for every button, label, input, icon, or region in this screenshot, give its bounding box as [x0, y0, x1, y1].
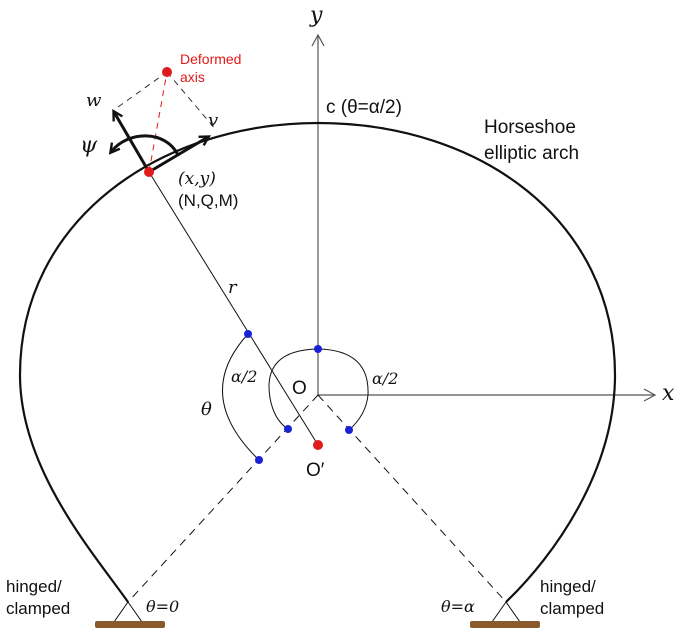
point-xy-label: (x,y): [178, 169, 216, 189]
radius-line: [148, 171, 319, 446]
theta-alpha-label: θ=α: [441, 597, 475, 616]
theta-zero-label: θ=0: [146, 597, 179, 616]
point-forces-label: (N,Q,M): [178, 191, 238, 210]
crown-label: c (θ=α/2): [326, 97, 402, 118]
arch-point: [144, 167, 154, 177]
y-axis-label: y: [309, 3, 323, 28]
right-support-label-line1: hinged/: [540, 577, 596, 596]
x-axis-label: x: [662, 381, 675, 406]
alpha-half-right-arc: [317, 348, 369, 431]
right-support-base: [470, 621, 540, 628]
deformed-dashed-w: [117, 71, 168, 108]
alpha-half-right-label: α/2: [372, 369, 398, 388]
alpha-half-left-arc: [268, 348, 319, 430]
right-support-ray: [317, 394, 507, 603]
deformed-axis-label-line1: Deformed: [180, 51, 241, 67]
radius-label: r: [228, 277, 238, 298]
psi-rotation-arrow: [108, 134, 180, 156]
origin-prime-label: O′: [306, 460, 325, 481]
right-support-label-line2: clamped: [540, 599, 604, 618]
theta-arc: [222, 333, 260, 461]
w-label: w: [86, 90, 102, 111]
blue-point-right-half: [345, 426, 353, 434]
left-support: [95, 601, 165, 628]
arch-title-line2: elliptic arch: [484, 143, 579, 164]
blue-point-left-half: [284, 425, 292, 433]
blue-point-theta-top: [244, 330, 252, 338]
left-support-label-line1: hinged/: [6, 577, 62, 596]
left-support-base: [95, 621, 165, 628]
deformed-axis-label-line2: axis: [180, 69, 205, 85]
theta-label: θ: [201, 399, 212, 420]
origin-prime-point: [313, 440, 323, 450]
alpha-half-left-label: α/2: [231, 367, 257, 386]
deformed-dashed-red: [148, 71, 168, 173]
psi-label: ψ: [80, 133, 98, 158]
left-support-label-line2: clamped: [6, 599, 70, 618]
w-vector: [112, 109, 151, 173]
arch-title-line1: Horseshoe: [484, 117, 576, 138]
deformed-axis-point: [162, 67, 172, 77]
blue-point-theta-bottom: [255, 456, 263, 464]
deformed-dashed-v: [166, 71, 217, 131]
blue-point-crown: [314, 345, 322, 353]
arch-outline: [18, 121, 617, 603]
right-support: [470, 601, 540, 628]
origin-label: O: [292, 378, 307, 399]
v-label: v: [208, 110, 218, 131]
